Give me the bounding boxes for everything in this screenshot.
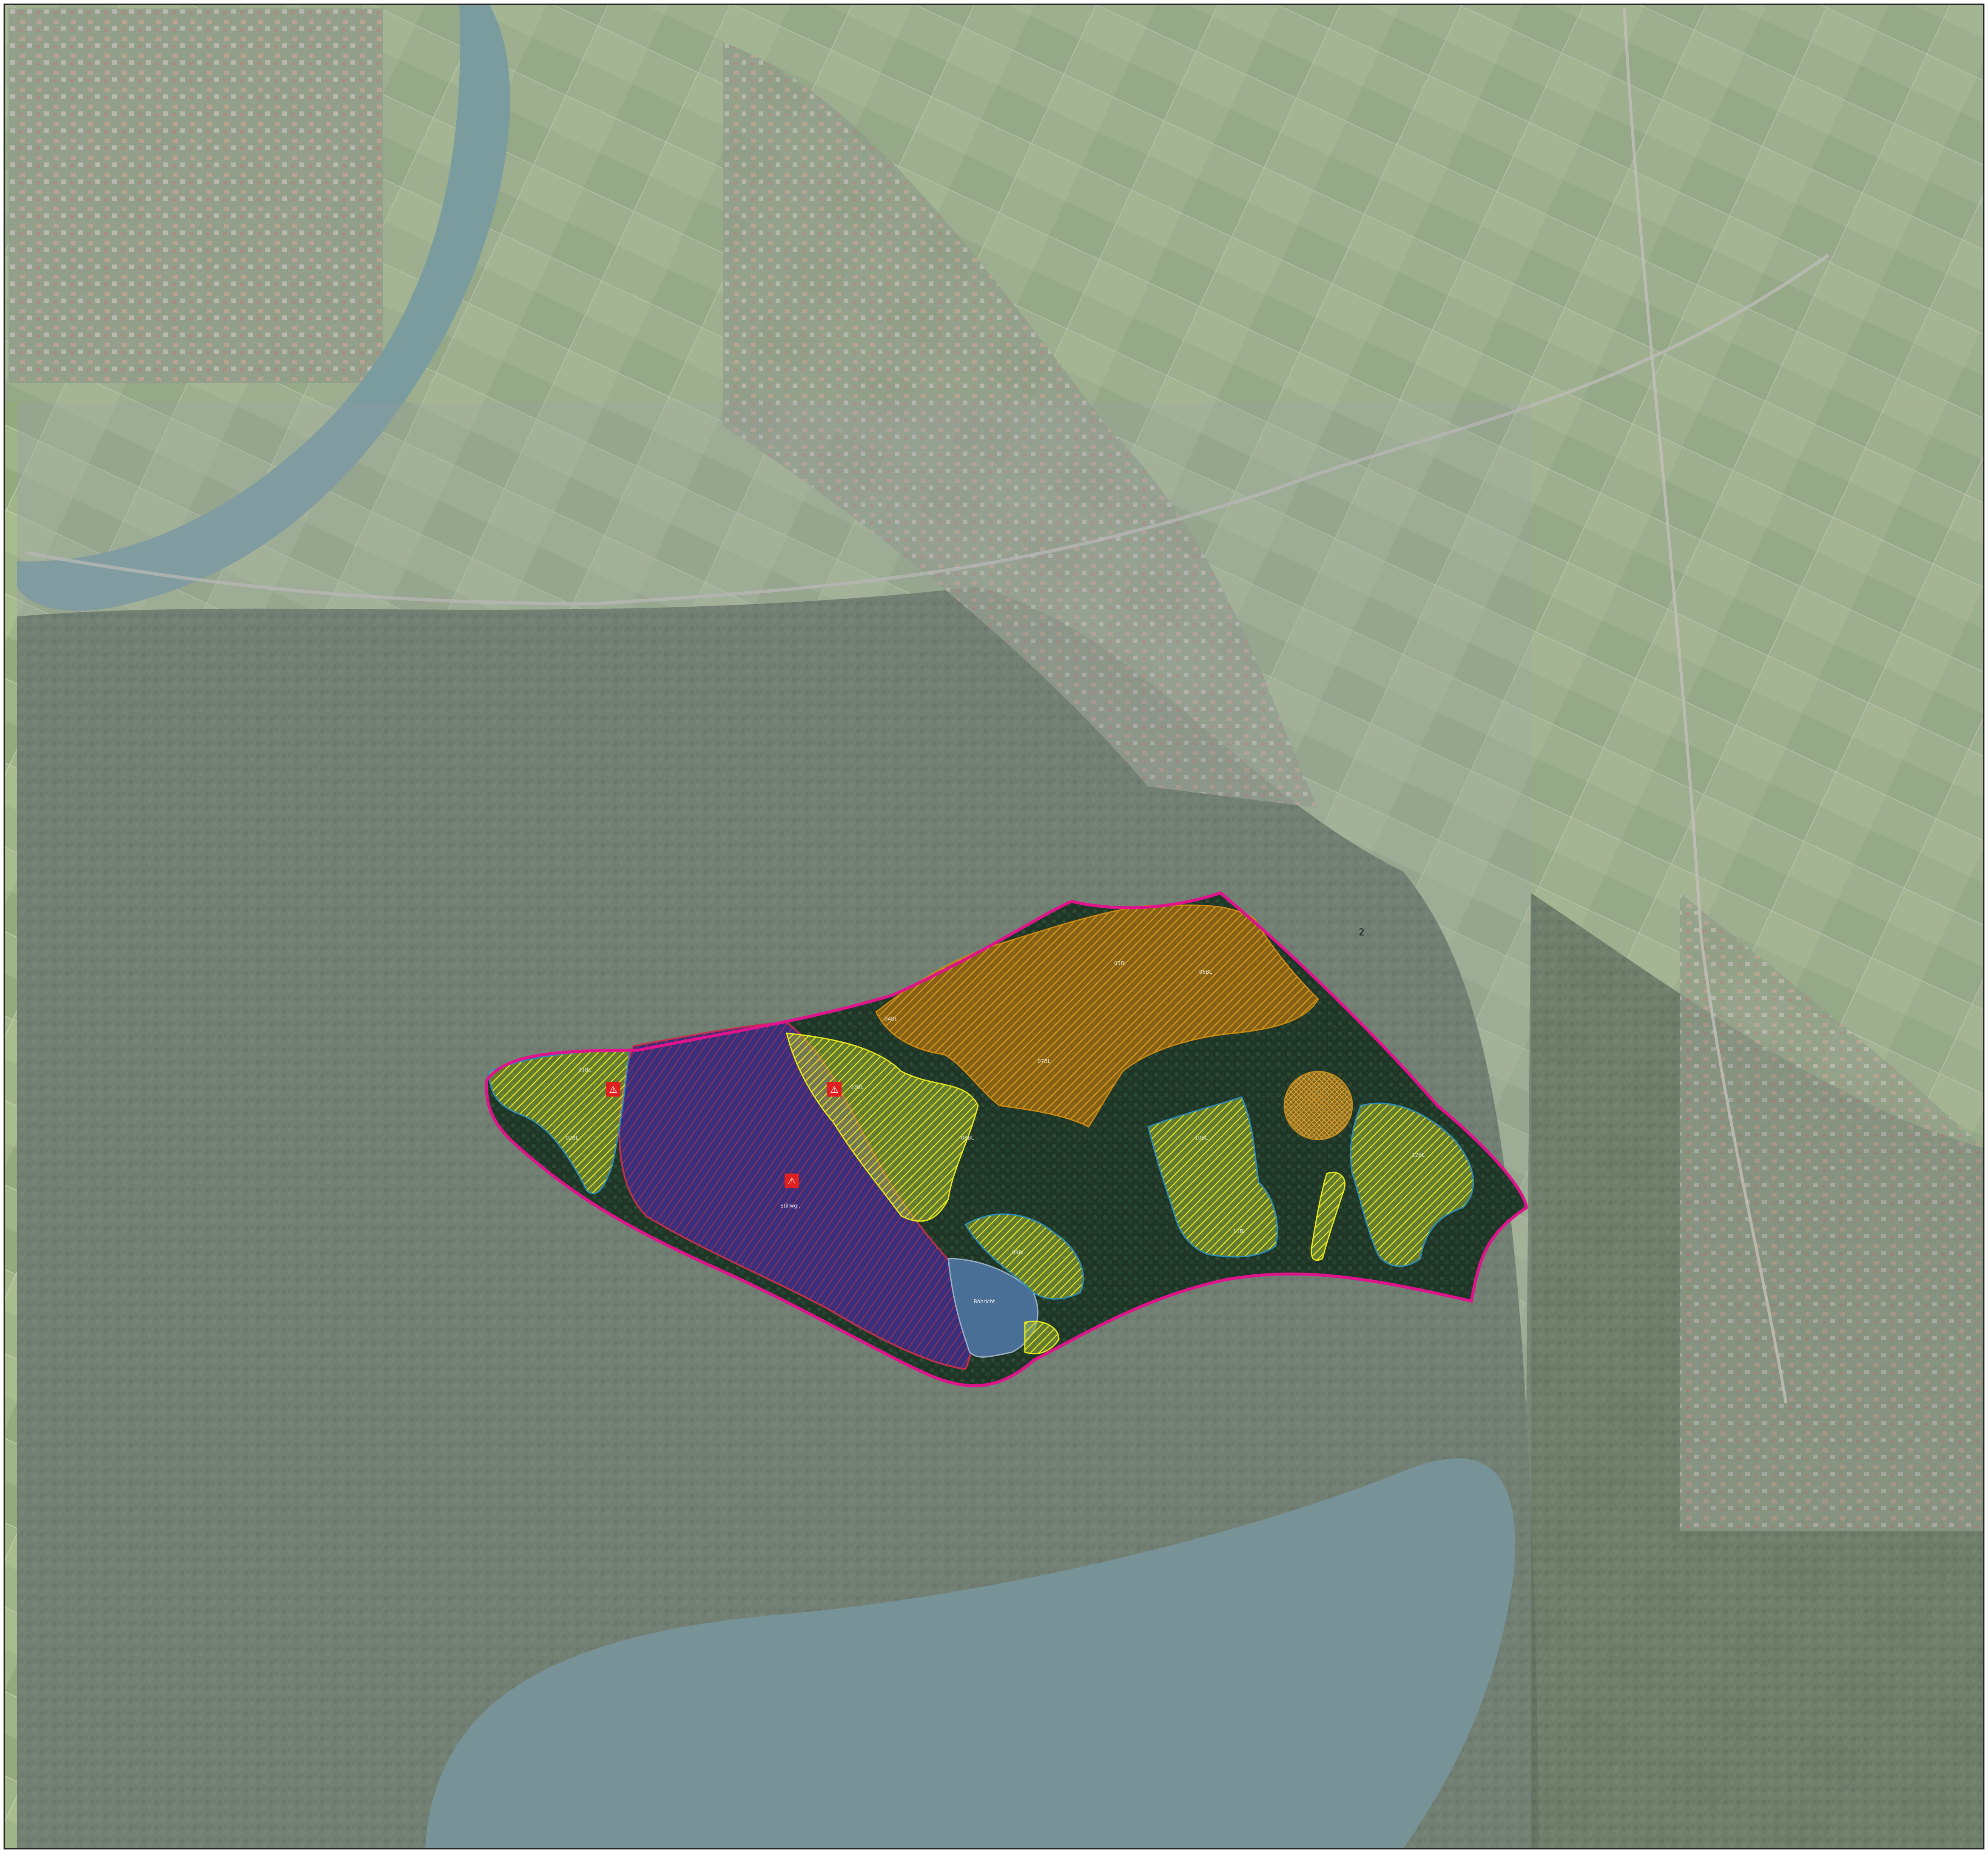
outside-area-mask [4,4,1984,1849]
town-east [1680,893,1984,1531]
road [25,253,1830,606]
habitat-northwest[interactable] [786,1032,979,1222]
svg-text:⚠: ⚠ [609,1085,617,1095]
orange-crosshatch-circle[interactable] [1283,1071,1353,1140]
habitat-strip-east[interactable] [1311,1171,1346,1261]
hiker-warning-icon[interactable]: ⚠ [827,1082,842,1097]
area-labels: 01BL 02BL 03BL 04BL 05BL 06BL 07BL 08BL … [566,961,1425,1304]
habitat-orange-north[interactable] [875,904,1319,1128]
habitat-center-east[interactable] [1147,1096,1278,1258]
habitat-south[interactable] [964,1213,1084,1300]
mask-north [4,4,1984,402]
area-label: 08BL [961,1135,974,1141]
svg-text:⚠: ⚠ [830,1085,839,1095]
area-label: 10BL [1195,1135,1208,1141]
area-label: 09BL [1012,1250,1025,1256]
habitat-small-south[interactable] [1024,1320,1060,1355]
area-label: 03BL [850,1084,864,1090]
map-frame [3,3,1985,1850]
mask-east [1531,402,1984,1849]
area-label: 07BL [1038,1058,1051,1064]
area-label: 12BL [1412,1152,1425,1158]
lake [425,1458,1515,1849]
habitat-east[interactable] [1350,1103,1474,1267]
area-label: 11BL [1233,1228,1246,1234]
area-label: 05BL [1114,961,1127,966]
reed-bed[interactable] [947,1258,1038,1358]
sheet-number: 2 [1359,927,1365,938]
area-label: 06BL [1199,969,1212,975]
svg-text:⚠: ⚠ [788,1176,796,1187]
town-northwest [9,9,383,383]
area-label: 02BL [566,1135,579,1141]
hiker-markers: ⚠ ⚠ ⚠ [606,1082,842,1188]
study-area-boundary[interactable] [485,891,1528,1387]
town-north [723,43,1318,808]
area-label: 04BL [885,1016,898,1022]
hiker-warning-icon[interactable]: ⚠ [785,1174,799,1188]
area-label: Stillwgl. [780,1203,800,1209]
study-area[interactable] [485,891,1528,1387]
hiker-warning-icon[interactable]: ⚠ [606,1082,620,1097]
road-east [1623,8,1788,1404]
area-label: Röhricht [974,1299,995,1304]
area-label: 01BL [578,1067,592,1073]
river [17,4,510,611]
